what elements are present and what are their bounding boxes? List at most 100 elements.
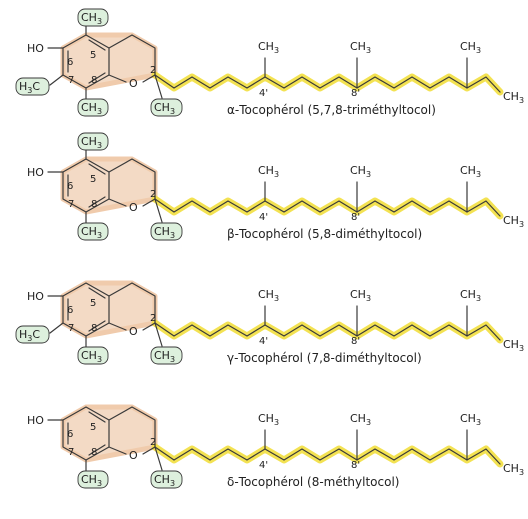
c2-methyl-label: CH3 [154, 101, 175, 116]
terminal-methyl: CH3 [503, 462, 524, 477]
position-8: 8 [91, 75, 97, 86]
position-2: 2 [150, 189, 156, 200]
position-5: 5 [90, 174, 96, 185]
position-4-prime: 4' [259, 336, 268, 347]
position-8: 8 [91, 199, 97, 210]
double-bond [88, 411, 106, 423]
chain-methyl-3: CH3 [460, 288, 481, 303]
chain-methyl-3: CH3 [460, 164, 481, 179]
terminal-methyl: CH3 [503, 338, 524, 353]
c7-methyl-box [15, 77, 50, 96]
phytyl-chain [154, 446, 501, 465]
position-5: 5 [90, 422, 96, 433]
c7-methyl-bond [49, 74, 64, 86]
c2-methyl-bond [154, 446, 163, 471]
position-4-prime: 4' [259, 460, 268, 471]
ring-oxygen-label: O [129, 325, 138, 338]
ring-oxygen-bond [108, 74, 127, 83]
position-5: 5 [90, 50, 96, 61]
chain-methyl-1: CH3 [258, 40, 279, 55]
c2-methyl-label: CH3 [154, 473, 175, 488]
hydroxyl-label: HO [27, 166, 44, 179]
position-6: 6 [67, 305, 73, 316]
position-2: 2 [150, 437, 156, 448]
position-4-prime: 4' [259, 212, 268, 223]
pyran-ring [108, 406, 156, 448]
position-4-prime: 4' [259, 88, 268, 99]
pyran-ring [108, 282, 156, 324]
ring-oxygen-bond [108, 322, 127, 331]
position-8: 8 [91, 323, 97, 334]
ring-oxygen-label: O [129, 449, 138, 462]
phytyl-chain [154, 198, 501, 217]
c8-methyl-label: CH3 [81, 473, 102, 488]
chain-methyl-2: CH3 [350, 164, 371, 179]
position-7: 7 [68, 75, 74, 86]
position-6: 6 [67, 181, 73, 192]
phytyl-chain [154, 74, 501, 93]
position-2: 2 [150, 65, 156, 76]
ring-oxygen-bond [142, 322, 156, 331]
c2-methyl-box [150, 222, 183, 241]
hydroxyl-label: HO [27, 414, 44, 427]
c7-methyl-label: H3C [19, 80, 40, 95]
ring-oxygen-label: O [129, 201, 138, 214]
ring-oxygen-bond [108, 198, 127, 207]
c5-methyl-label: CH3 [81, 11, 102, 26]
c8-methyl-label: CH3 [81, 349, 102, 364]
position-6: 6 [67, 429, 73, 440]
double-bond [88, 163, 106, 175]
double-bond [88, 444, 106, 456]
double-bond [88, 320, 106, 332]
ring-oxygen-bond [142, 198, 156, 207]
pyran-ring [108, 34, 156, 76]
chain-methyl-2: CH3 [350, 40, 371, 55]
c2-methyl-bond [154, 322, 163, 347]
c2-methyl-bond [154, 74, 163, 99]
compound-caption: α-Tocophérol (5,7,8-triméthyltocol) [227, 103, 436, 117]
chain-methyl-3: CH3 [460, 40, 481, 55]
c2-methyl-box [150, 470, 183, 489]
position-7: 7 [68, 323, 74, 334]
position-7: 7 [68, 199, 74, 210]
pyran-ring [108, 158, 156, 200]
double-bond [88, 72, 106, 84]
position-8-prime: 8' [351, 88, 360, 99]
c8-methyl-label: CH3 [81, 101, 102, 116]
chain-methyl-2: CH3 [350, 288, 371, 303]
double-bond [88, 196, 106, 208]
position-8: 8 [91, 447, 97, 458]
position-2: 2 [150, 313, 156, 324]
c2-methyl-label: CH3 [154, 349, 175, 364]
hydroxyl-label: HO [27, 290, 44, 303]
chain-methyl-1: CH3 [258, 412, 279, 427]
c2-methyl-box [150, 346, 183, 365]
double-bond [88, 287, 106, 299]
ring-oxygen-bond [142, 446, 156, 455]
ring-oxygen-label: O [129, 77, 138, 90]
c7-methyl-label: H3C [19, 328, 40, 343]
terminal-methyl: CH3 [503, 214, 524, 229]
ring-oxygen-bond [142, 74, 156, 83]
position-8-prime: 8' [351, 460, 360, 471]
position-6: 6 [67, 57, 73, 68]
hydroxyl-label: HO [27, 42, 44, 55]
c2-methyl-bond [154, 198, 163, 223]
terminal-methyl: CH3 [503, 90, 524, 105]
ring-oxygen-bond [108, 446, 127, 455]
c8-methyl-box [77, 222, 109, 241]
c8-methyl-box [77, 98, 109, 117]
chain-methyl-1: CH3 [258, 164, 279, 179]
chain-methyl-2: CH3 [350, 412, 371, 427]
chain-methyl-3: CH3 [460, 412, 481, 427]
c7-methyl-box [15, 325, 50, 344]
c8-methyl-label: CH3 [81, 225, 102, 240]
c5-methyl-box [77, 132, 109, 151]
compound-caption: γ-Tocophérol (7,8-diméthyltocol) [227, 351, 422, 365]
c7-methyl-bond [49, 322, 64, 334]
c5-methyl-label: CH3 [81, 135, 102, 150]
